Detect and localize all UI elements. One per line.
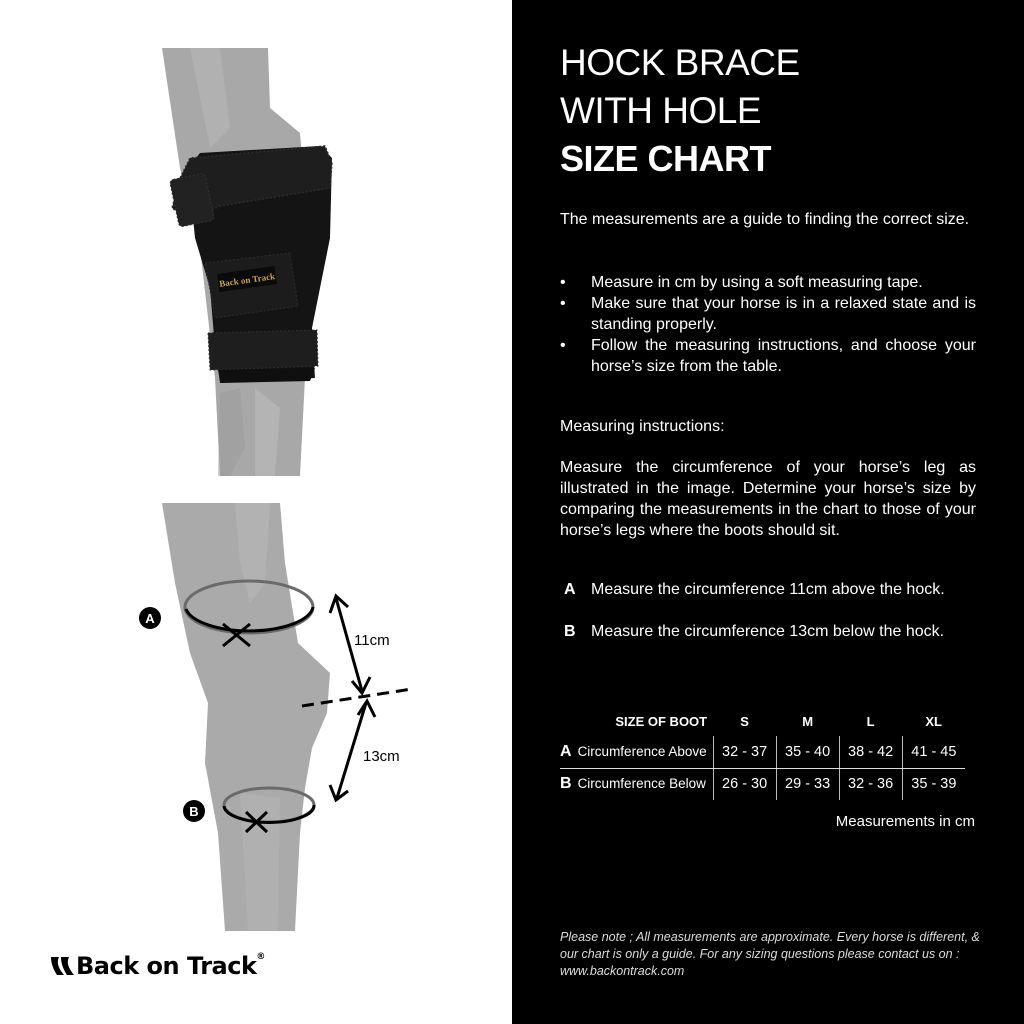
bullet-item: • Measure in cm by using a soft measurin…	[560, 274, 923, 291]
instructions-body: Measure the circumference of your horse’…	[560, 459, 976, 539]
bullet-dot-icon: •	[560, 274, 566, 291]
step-letter: B	[564, 623, 576, 640]
hock-brace-photo: Back on Track	[162, 48, 333, 476]
size-col-xl: XL	[925, 713, 942, 729]
table-cell: 38 - 42	[838, 736, 903, 769]
leg-diagram: 11cm 13cm A B	[139, 503, 413, 931]
units-note: Measurements in cm	[835, 813, 975, 830]
title-line-1: HOCK BRACE	[560, 42, 800, 83]
table-cell: 41 - 45	[901, 736, 966, 769]
step-text: Measure the circumference 13cm below the…	[591, 623, 945, 640]
bullet-item: • Follow the measuring instructions, and…	[560, 337, 976, 375]
size-col-l: L	[866, 713, 875, 729]
page-title: SIZE CHART	[560, 138, 772, 179]
size-col-m: M	[802, 713, 814, 729]
size-header-label: SIZE OF BOOT	[615, 713, 708, 729]
marker-b-badge	[183, 800, 205, 822]
instructions-heading: Measuring instructions:	[560, 418, 725, 435]
bullet-list: • Measure in cm by using a soft measurin…	[560, 272, 976, 377]
bullet-item: • Make sure that your horse is in a rela…	[560, 295, 976, 333]
table-header-row: SIZE OF BOOT S M L XL	[560, 706, 965, 736]
arrow-down-icon	[350, 676, 372, 696]
cross-marker-a-icon	[222, 622, 251, 648]
marker-a-label: A	[145, 611, 155, 626]
brand-name: Back on Track	[76, 952, 257, 980]
arrow-up-icon	[356, 697, 377, 718]
distance-above-label: 11cm	[354, 632, 390, 649]
table-cell: 29 - 33	[775, 768, 840, 800]
distance-below-label: 13cm	[363, 748, 400, 765]
disclaimer-note: Please note ; All measurements are appro…	[560, 930, 980, 978]
arrow-down-icon	[328, 784, 349, 803]
measurement-diagram: 11cm 13cm A B	[130, 503, 430, 931]
table-cell: 35 - 39	[901, 768, 966, 800]
info-panel: HOCK BRACE WITH HOLE SIZE CHART The meas…	[512, 0, 1024, 1024]
registered-mark: ®	[256, 952, 265, 962]
marker-a-badge	[139, 607, 161, 629]
product-photo: Back on Track	[160, 48, 340, 476]
table-cell: 35 - 40	[775, 736, 840, 769]
table-cell: 32 - 36	[838, 768, 903, 800]
title-line-2: WITH HOLE	[560, 90, 762, 131]
bullet-dot-icon: •	[560, 295, 566, 312]
table-cell: 32 - 37	[712, 736, 777, 769]
table-cell: 26 - 30	[712, 768, 777, 800]
size-col-s: S	[740, 713, 749, 729]
bullet-dot-icon: •	[560, 337, 566, 354]
intro-text: The measurements are a guide to finding …	[560, 211, 970, 228]
marker-b-label: B	[189, 804, 198, 819]
cross-marker-b-icon	[244, 810, 269, 834]
image-panel: Back on Track	[50, 48, 430, 980]
arrow-up-icon	[328, 593, 350, 614]
step-letter: A	[564, 581, 576, 598]
brand-mark-icon	[51, 957, 74, 975]
step-text: Measure the circumference 11cm above the…	[591, 581, 945, 598]
brand-logo: Back on Track®	[50, 952, 265, 980]
